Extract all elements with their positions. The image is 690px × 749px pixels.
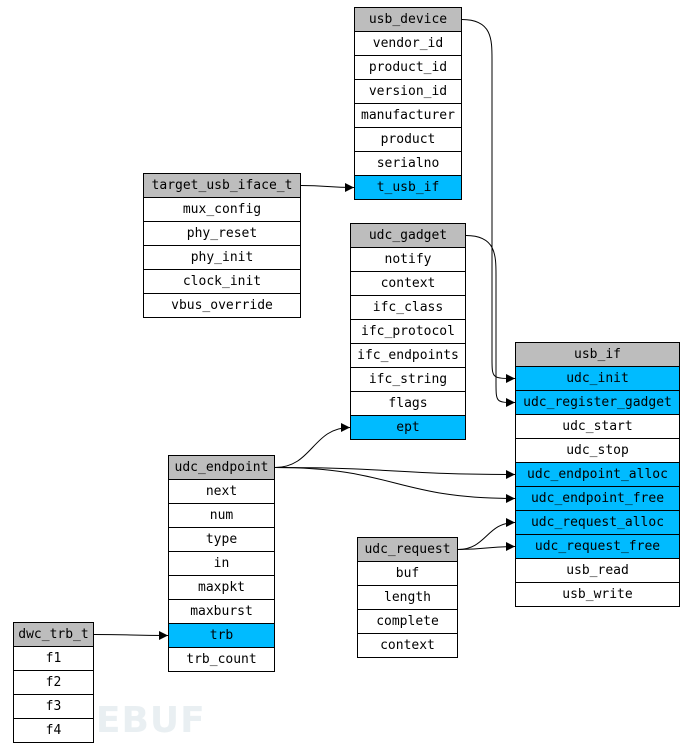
table-field: usb_read [516, 558, 679, 582]
table-field: udc_register_gadget [516, 390, 679, 414]
table-field: udc_request_alloc [516, 510, 679, 534]
table-field: maxpkt [169, 575, 274, 599]
table-field: phy_init [144, 245, 300, 269]
table-field: buf [358, 561, 457, 585]
edge-arrow [457, 542, 516, 552]
table-field: udc_endpoint_alloc [516, 462, 679, 486]
table-field: f4 [14, 718, 93, 742]
table-field: udc_init [516, 366, 679, 390]
edge-arrow [274, 423, 351, 468]
table-field: clock_init [144, 269, 300, 293]
table-field: flags [351, 391, 465, 415]
edge-arrow [465, 235, 516, 407]
table-field: f1 [14, 646, 93, 670]
table-field: serialno [355, 151, 461, 175]
table-field: context [351, 271, 465, 295]
table-field: notify [351, 247, 465, 271]
table-field: usb_write [516, 582, 679, 606]
edge-arrow [274, 467, 516, 503]
table-field: udc_stop [516, 438, 679, 462]
table-field: phy_reset [144, 221, 300, 245]
edge-arrow [274, 467, 516, 479]
table-header: udc_endpoint [169, 456, 274, 479]
table-field: t_usb_if [355, 175, 461, 199]
edge-arrow [300, 182, 355, 192]
table-field: vbus_override [144, 293, 300, 317]
edge-arrow [93, 630, 169, 640]
table-field: ifc_endpoints [351, 343, 465, 367]
table-header: udc_request [358, 538, 457, 561]
table-field: udc_start [516, 414, 679, 438]
table-field: trb_count [169, 647, 274, 671]
table-field: num [169, 503, 274, 527]
table-field: maxburst [169, 599, 274, 623]
table-field: udc_endpoint_free [516, 486, 679, 510]
table-field: context [358, 633, 457, 657]
table-field: trb [169, 623, 274, 647]
table-field: mux_config [144, 197, 300, 221]
table-field: manufacturer [355, 103, 461, 127]
table-field: udc_request_free [516, 534, 679, 558]
table-field: type [169, 527, 274, 551]
table-field: ifc_string [351, 367, 465, 391]
table-header: dwc_trb_t [14, 623, 93, 646]
table-field: ifc_class [351, 295, 465, 319]
table-header: usb_if [516, 343, 679, 366]
table-field: length [358, 585, 457, 609]
table-field: next [169, 479, 274, 503]
table-field: version_id [355, 79, 461, 103]
table-field: f2 [14, 670, 93, 694]
table-header: target_usb_iface_t [144, 174, 300, 197]
table-header: udc_gadget [351, 224, 465, 247]
table-field: product [355, 127, 461, 151]
table-field: vendor_id [355, 31, 461, 55]
table-field: ept [351, 415, 465, 439]
table-field: ifc_protocol [351, 319, 465, 343]
table-field: complete [358, 609, 457, 633]
table-field: product_id [355, 55, 461, 79]
table-field: f3 [14, 694, 93, 718]
edge-arrow [457, 518, 516, 550]
edge-arrow [461, 19, 516, 383]
table-field: in [169, 551, 274, 575]
table-header: usb_device [355, 8, 461, 31]
